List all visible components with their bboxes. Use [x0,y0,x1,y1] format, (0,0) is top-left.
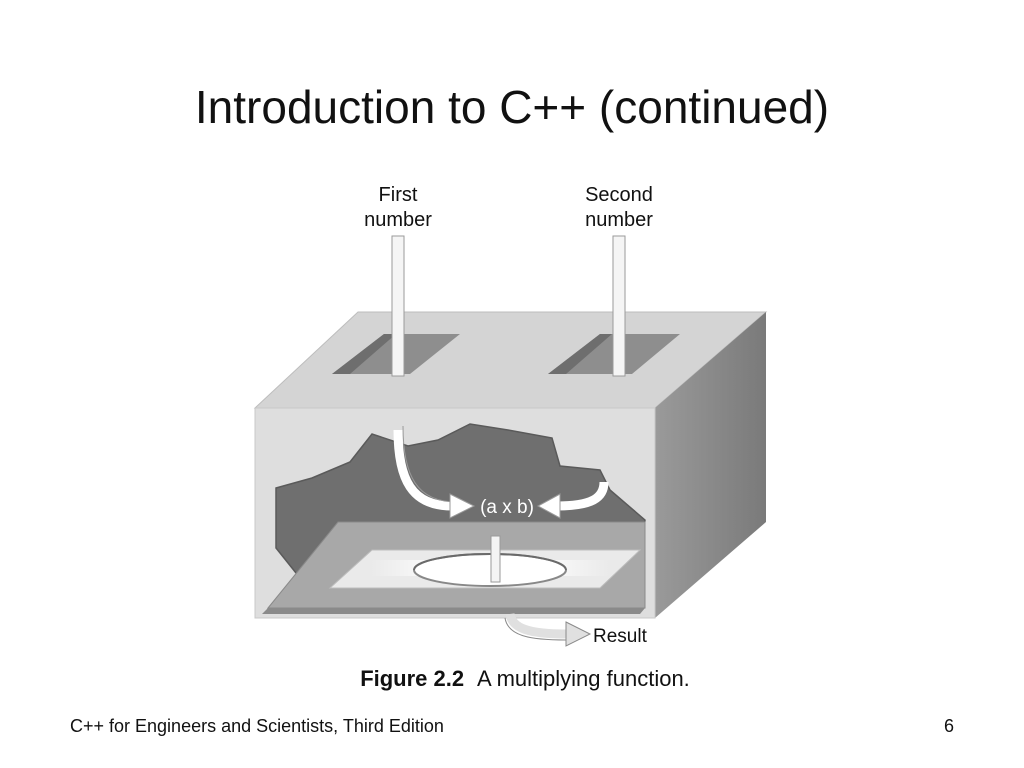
inner-floor-lip [262,608,645,614]
input-rod-first [391,235,405,377]
figure-number: Figure 2.2 [360,666,465,691]
second-number-flow-arrow [555,481,609,511]
figure-caption-text: A multiplying function. [477,666,690,691]
result-flow-arrow-outline [504,617,567,641]
first-number-flow-arrow-outline [402,425,458,503]
box-side-face [655,312,766,618]
slide-title: Introduction to C++ (continued) [194,81,830,133]
result-label: Result [593,626,648,647]
slide-page-number: 6 [943,716,954,736]
first-number-label-line2: number [364,209,432,231]
second-number-arrowhead [536,493,561,519]
input-slot-second-shadow [548,334,612,374]
first-number-label: First [379,184,418,206]
result-rod [490,535,501,583]
second-number-label-line2: number [585,209,653,231]
result-hole-rim [413,553,567,571]
first-number-arrowhead [449,493,476,519]
operation-label: (a x b) [480,497,534,518]
second-number-label: Second [585,184,653,206]
first-number-flow-arrow [393,429,453,511]
footer-book-title: C++ for Engineers and Scientists, Third … [70,716,444,736]
result-flow-arrow [505,612,567,639]
input-slot-first-shadow [332,334,396,374]
input-rod-second [612,235,626,377]
result-arrowhead [565,621,592,647]
figure-caption: Figure 2.2 A multiplying function. [0,666,1024,692]
